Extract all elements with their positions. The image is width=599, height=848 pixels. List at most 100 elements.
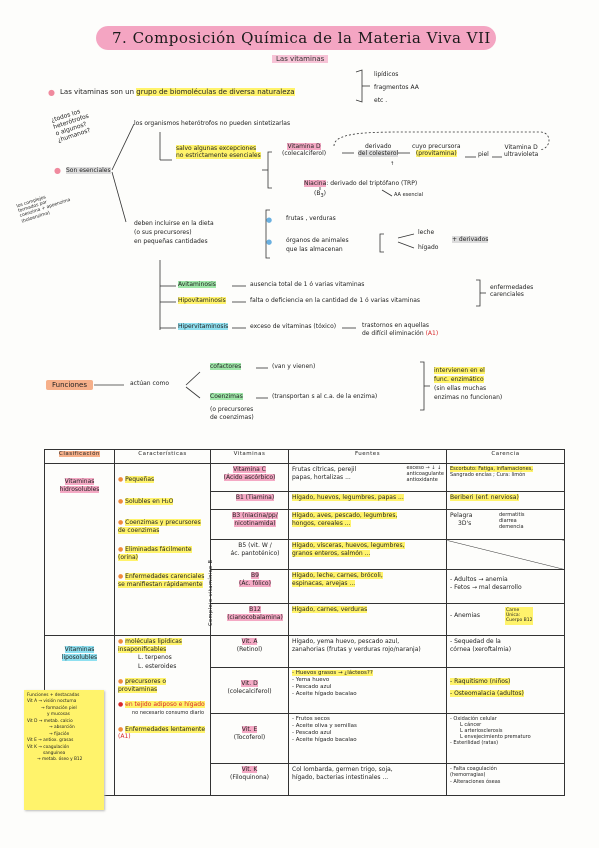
page-title: 7. Composición Química de la Materia Viv…: [112, 29, 491, 47]
sources-cell: Hígado, aves, pescado, legumbres,hongos,…: [288, 509, 447, 540]
bullet-icon: ●: [266, 216, 273, 224]
deficiency-cell: Escorbuto: Fatiga, inflamaciones,Sangrad…: [446, 463, 565, 492]
intro-text: Las vitaminas son un grupo de biomolécul…: [60, 88, 295, 96]
deficiency-cell: Beriberi (enf. nerviosa): [446, 491, 565, 510]
vitamin-cell: Vit. D(colecalciferol): [210, 667, 289, 714]
type-1: lipídicos: [374, 71, 399, 78]
deficiency-cell: - Falta coagulación(hemorragias)- Altera…: [446, 763, 565, 796]
table-row: B9(Ác. fólico) Hígado, leche, carnes, br…: [45, 569, 565, 604]
cofactores: cofactores: [210, 363, 242, 370]
table-row: B1 (Tiamina) Hígado, huevos, legumbres, …: [45, 491, 565, 510]
coenzimas: Coenzimas: [210, 393, 243, 400]
subtitle: Las vitaminas: [272, 55, 329, 63]
vitamins-table: Clasificación Características Vitaminas …: [44, 449, 565, 796]
vitamin-cell: Vit. K(Filoquinona): [210, 763, 289, 796]
title-banner: [96, 26, 496, 50]
col-header: Características: [114, 449, 211, 464]
sources-cell: - Huevos grasos → ¿lácteos??- Yema huevo…: [288, 667, 447, 714]
traits-lipo: moléculas lipídicas insaponificables L. …: [114, 635, 211, 796]
vit-d-arrow: ↑: [390, 161, 395, 167]
diagram-connectors: [94, 69, 550, 411]
table-row: Vit. D(colecalciferol) - Huevos grasos →…: [45, 667, 565, 714]
table-row: Vitaminas hidrosolubles Pequeñas Soluble…: [44, 463, 565, 636]
vitamin-cell: Vitamina C(Ácido ascórbico): [210, 463, 289, 492]
disorders-group: enfermedades carenciales: [490, 284, 534, 298]
vitamin-cell: B5 (vit. W /ác. pantoténico): [210, 539, 289, 570]
table-row: Vit. E(Tocoferol) - Frutos secos- Aceite…: [45, 713, 565, 764]
sticky-note: Funciones + destacadas Vit A → visión no…: [24, 690, 104, 810]
branch-heterotrofos: los organismos heterótrofos no pueden si…: [134, 120, 291, 127]
vitamin-cell: B9(Ác. fólico): [210, 569, 289, 604]
hiper-note: trastornos en aquellas de difícil elimin…: [362, 322, 439, 338]
diet-branch: deben incluirse en la dieta (o sus precu…: [134, 220, 214, 245]
sources-cell: Hígado, leche, carnes, brócoli,espinacas…: [288, 569, 447, 604]
vit-d-piel: piel: [478, 151, 489, 158]
source-higado: hígado: [418, 244, 439, 251]
cofactores-note: (van y vienen): [272, 363, 316, 370]
disorder-name: Hipovitaminosis: [178, 297, 226, 304]
niacina-node: Niacina: derivado del triptófano (TRP): [304, 180, 418, 187]
disorder-desc: ausencia total de 1 ó varias vitaminas: [250, 281, 365, 288]
vitamin-cell: B1 (Tiamina): [210, 491, 289, 510]
exceptions: salvo algunas excepciones no estrictamen…: [176, 145, 261, 159]
deficiency-cell: - Raquitismo (niños)- Osteomalacia (adul…: [446, 667, 565, 714]
col-header: Carencia: [446, 449, 565, 464]
coenzimas-sub: (o precursores de coenzimas): [210, 406, 254, 421]
functions-result: intervienen en el func. enzimático (sin …: [434, 367, 503, 401]
deficiency-cell: - Anemias Carne Única: Cuerpo B12: [446, 603, 565, 636]
vit-d-result: Vitamina D ultravioleta: [504, 144, 539, 158]
source-derivados: + derivados: [452, 236, 489, 243]
sources-cell: Hígado, huevos, legumbres, papas ...: [288, 491, 447, 510]
disorder-desc: falta o deficiencia en la cantidad de 1 …: [250, 297, 421, 304]
deficiency-cell: [446, 539, 565, 570]
essential-label: Son esenciales: [66, 167, 111, 174]
disorder-name: Hipervitaminosis: [178, 323, 229, 330]
sources-cell: Hígado, carnes, verduras: [288, 603, 447, 636]
source-organos: órganos de animales que las almacenan: [286, 237, 349, 253]
intro-highlight: grupo de biomoléculas de diversa natural…: [136, 88, 295, 96]
bullet-icon: ●: [54, 166, 61, 175]
type-2: fragmentos AA: [374, 84, 419, 91]
col-header: Clasificación: [44, 449, 115, 464]
bullet-icon: ●: [48, 88, 55, 97]
table-row: Vit. K(Filoquinona) Col lombarda, germen…: [45, 763, 565, 796]
niacina-b3: (B3): [314, 190, 326, 200]
source-leche: leche: [418, 229, 435, 236]
deficiency-cell: - Adultos → anemia- Fetos → mal desarrol…: [446, 569, 565, 604]
disorder-desc: exceso de vitaminas (tóxico): [250, 323, 337, 330]
vitamin-cell: B12(cianocobalamina): [210, 603, 289, 636]
table-row: B12(cianocobalamina) Hígado, carnes, ver…: [45, 603, 565, 636]
complex-b-label: Complejo vitamínico B: [208, 559, 214, 626]
deficiency-cell: Pelagra 3D's dermatitis diarrea demencia: [446, 509, 565, 540]
aa-esencial: AA esencial: [394, 192, 424, 198]
coenzimas-note: (transportan s al c.a. de la enzima): [272, 393, 378, 400]
vit-d-origin: derivado del colesterol: [358, 143, 399, 157]
table-header-row: Clasificación Características Vitaminas …: [44, 449, 565, 464]
table-row: Vitaminas liposolubles moléculas lipídic…: [44, 635, 565, 796]
functions-label: Funciones: [46, 380, 93, 391]
type-3: etc .: [374, 97, 388, 104]
source-frutas: frutas , verduras: [286, 215, 336, 222]
vitamin-cell: Vit. E(Tocoferol): [210, 713, 289, 764]
sources-cell: Col lombarda, germen trigo, soja,hígado,…: [288, 763, 447, 796]
hiper-ref: (A1): [425, 330, 439, 338]
col-header: Fuentes: [288, 449, 447, 464]
sources-cell: Hígado, yema huevo, pescado azul,zanahor…: [288, 635, 447, 668]
sources-cell: - Frutos secos- Aceite oliva y semillas-…: [288, 713, 447, 764]
sources-cell: Hígado, vísceras, huevos, legumbres,gran…: [288, 539, 447, 570]
class-hydro: Vitaminas hidrosolubles: [44, 463, 115, 636]
vit-d-precursor: cuyo precursora (provitamina): [412, 143, 461, 157]
disorder-name: Avitaminosis: [178, 281, 216, 288]
functions-act: actúan como: [130, 380, 170, 387]
vit-d-node: Vitamina D (colecalciferol): [282, 143, 327, 157]
bullet-icon: ●: [266, 238, 273, 246]
col-header: Vitaminas: [210, 449, 289, 464]
vitamin-cell: B3 (niacina/pp/nicotinamida): [210, 509, 289, 540]
table-row: B3 (niacina/pp/nicotinamida) Hígado, ave…: [45, 509, 565, 540]
vitamin-cell: Vit. A(Retinol): [210, 635, 289, 668]
traits-hydro: Pequeñas Solubles en H₂O Coenzimas y pre…: [114, 463, 211, 636]
